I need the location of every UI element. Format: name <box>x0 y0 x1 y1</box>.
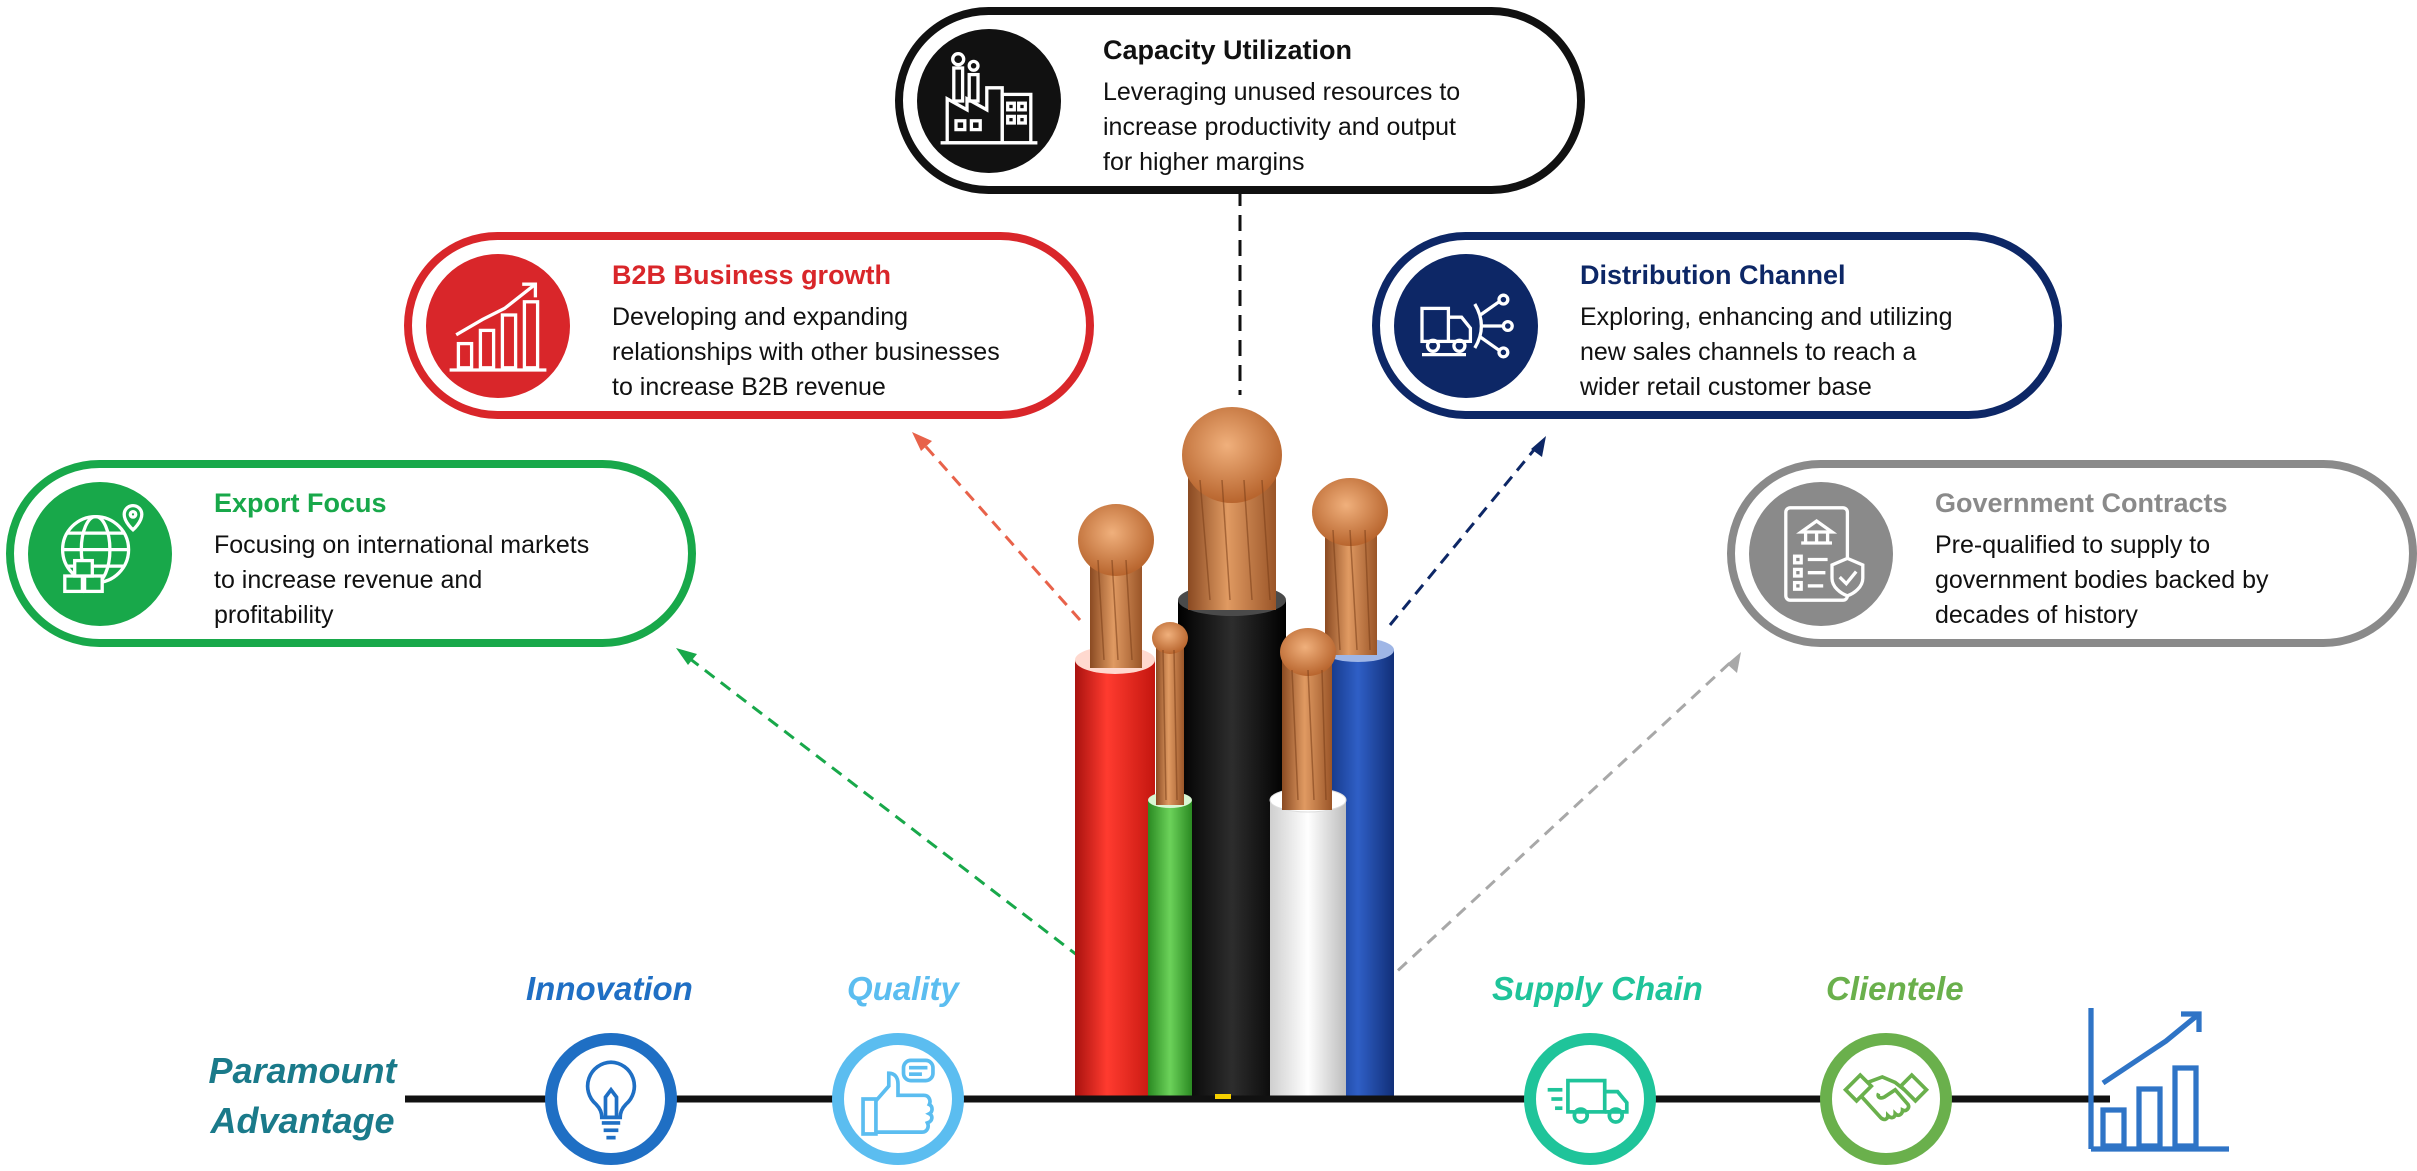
b2b-title: B2B Business growth <box>612 260 892 290</box>
advantage-circle-innovation <box>545 1033 677 1165</box>
paramount-advantage-heading: Paramount Advantage <box>185 1046 420 1146</box>
connector-government <box>1308 658 1735 1054</box>
advantage-label-quality: Quality <box>847 970 959 1007</box>
arrowhead-b2b <box>912 432 932 451</box>
capacity-line-1: Leveraging unused resources to <box>1103 78 1461 106</box>
government-line-1: Pre-qualified to supply to <box>1935 531 2211 559</box>
delivery-network-icon <box>1394 254 1538 398</box>
b2b-business-growth-card: B2B Business growth Developing and expan… <box>404 232 1094 419</box>
distribution-channel-card: Distribution Channel Exploring, enhancin… <box>1372 232 2062 419</box>
export-focus-card: Export Focus Focusing on international m… <box>6 460 696 647</box>
copper-green <box>1156 635 1184 805</box>
cable-bundle <box>1075 407 1394 1100</box>
government-line-2: government bodies backed by <box>1935 566 2269 594</box>
capacity-title: Capacity Utilization <box>1103 35 1353 65</box>
b2b-line-3: to increase B2B revenue <box>612 373 886 401</box>
export-line-1: Focusing on international markets <box>214 531 590 559</box>
advantage-circle-clientele <box>1820 1033 1952 1165</box>
distribution-line-3: wider retail customer base <box>1580 373 1872 401</box>
b2b-line-1: Developing and expanding <box>612 303 909 331</box>
growth-chart-icon <box>426 254 570 398</box>
connector-distribution <box>1388 444 1540 626</box>
wire-white <box>1270 800 1346 1100</box>
distribution-line-1: Exploring, enhancing and utilizing <box>1580 303 1953 331</box>
baseline-marker <box>1215 1094 1231 1099</box>
wire-green <box>1148 800 1192 1100</box>
advantage-circle-supply-chain <box>1524 1033 1656 1165</box>
bar-chart-growth-icon <box>2085 1005 2235 1155</box>
capacity-line-2: increase productivity and output <box>1103 113 1456 141</box>
advantage-label-supply-chain: Supply Chain <box>1492 970 1703 1007</box>
wire-red <box>1075 660 1155 1100</box>
export-title: Export Focus <box>214 488 387 518</box>
lightbulb-icon <box>585 1060 637 1140</box>
distribution-title: Distribution Channel <box>1580 260 1846 290</box>
export-line-2: to increase revenue and <box>214 566 483 594</box>
government-title: Government Contracts <box>1935 488 2228 518</box>
wire-black <box>1178 600 1286 1100</box>
delivery-truck-icon <box>1547 1078 1629 1124</box>
b2b-line-2: relationships with other businesses <box>612 338 1000 366</box>
connector-b2b <box>918 439 1082 621</box>
government-contracts-card: Government Contracts Pre-qualified to su… <box>1727 460 2417 647</box>
factory-icon <box>917 29 1061 173</box>
arrowhead-export <box>676 648 697 665</box>
capacity-utilization-card: Capacity Utilization Leveraging unused r… <box>895 7 1585 194</box>
thumbs-up-icon <box>861 1058 935 1136</box>
government-document-icon <box>1749 482 1893 626</box>
export-line-3: profitability <box>214 601 334 629</box>
handshake-icon <box>1842 1072 1930 1122</box>
advantage-circle-quality <box>832 1033 964 1165</box>
government-line-3: decades of history <box>1935 601 2138 629</box>
arrowhead-distribution <box>1531 436 1546 457</box>
globe-export-icon <box>28 482 172 626</box>
arrowhead-government <box>1727 652 1741 673</box>
capacity-line-3: for higher margins <box>1103 148 1305 176</box>
advantage-label-clientele: Clientele <box>1826 970 1964 1007</box>
advantage-label-innovation: Innovation <box>526 970 693 1007</box>
paramount-heading-line-1: Paramount <box>208 1050 397 1091</box>
paramount-heading-line-2: Advantage <box>210 1100 395 1141</box>
distribution-line-2: new sales channels to reach a <box>1580 338 1917 366</box>
